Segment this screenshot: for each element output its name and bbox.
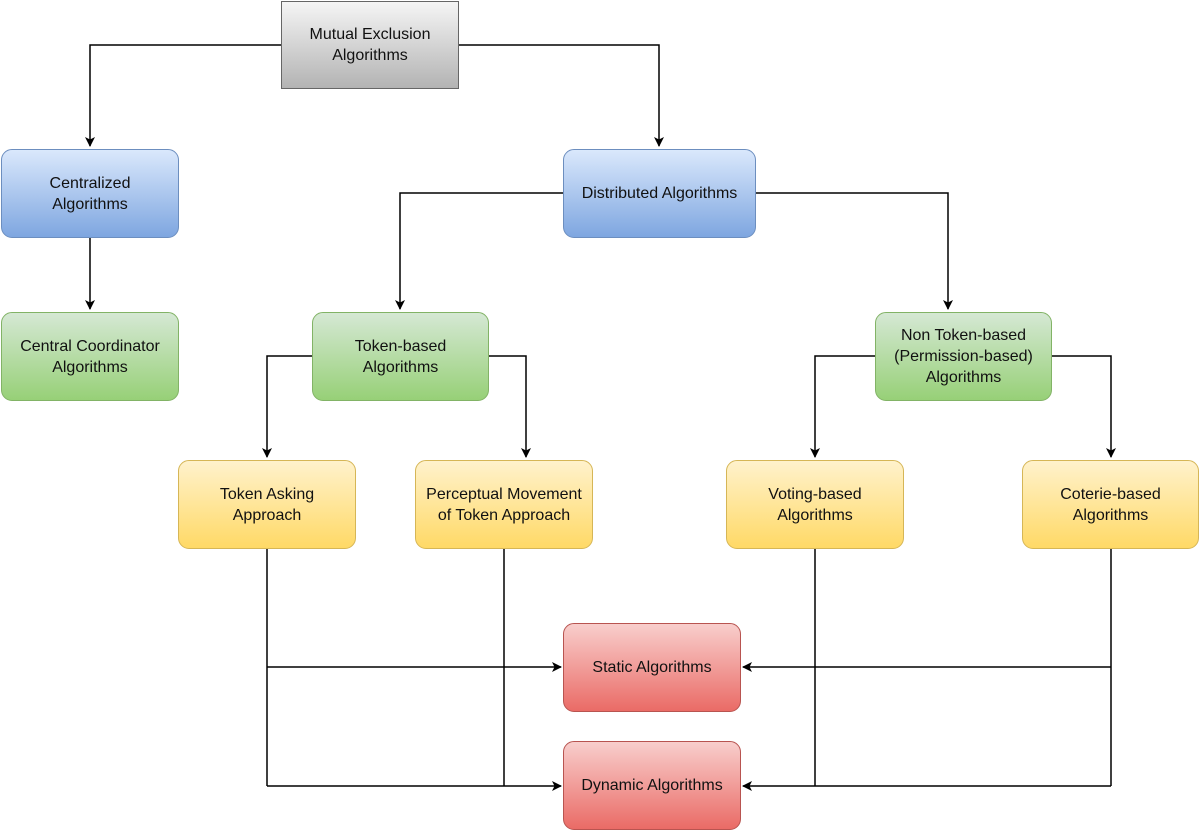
node-voting-based: Voting-based Algorithms: [726, 460, 904, 549]
edge-root-centralized: [85, 44, 281, 147]
node-centralized-algorithms: Centralized Algorithms: [1, 149, 179, 238]
node-mutual-exclusion: Mutual Exclusion Algorithms: [281, 1, 459, 89]
node-dynamic-algorithms: Dynamic Algorithms: [563, 741, 741, 830]
node-static-algorithms: Static Algorithms: [563, 623, 741, 712]
edge-root-distributed: [459, 44, 664, 147]
edge-nontoken-voting: [810, 355, 875, 458]
edge-token-perceptual: [489, 355, 531, 458]
edge-nontoken-coterie: [1052, 355, 1116, 458]
node-non-token-based: Non Token-based (Permission-based) Algor…: [875, 312, 1052, 401]
node-token-based: Token-based Algorithms: [312, 312, 489, 401]
edge-distributed-nontoken: [756, 192, 953, 310]
edge-distributed-token: [395, 192, 563, 310]
edge-token-asking: [262, 355, 312, 458]
node-coterie-based: Coterie-based Algorithms: [1022, 460, 1199, 549]
node-central-coordinator: Central Coordinator Algorithms: [1, 312, 179, 401]
node-perceptual-movement: Perceptual Movement of Token Approach: [415, 460, 593, 549]
node-distributed-algorithms: Distributed Algorithms: [563, 149, 756, 238]
node-token-asking: Token Asking Approach: [178, 460, 356, 549]
